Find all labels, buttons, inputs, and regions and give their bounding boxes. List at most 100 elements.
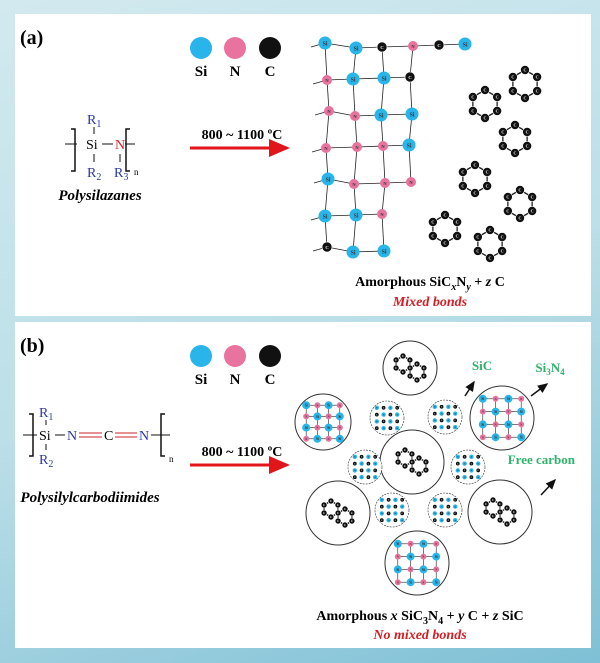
atom-c: C [439, 510, 445, 516]
atom-c: C [422, 466, 430, 474]
atom-c: C [320, 501, 328, 509]
svg-text:C: C [434, 427, 436, 429]
svg-text:N: N [316, 427, 318, 430]
atom-si: Si [462, 461, 467, 466]
svg-text:C: C [434, 506, 436, 508]
legend-c-label: C [265, 64, 276, 80]
svg-text:Si: Si [323, 41, 328, 47]
svg-text:C: C [499, 519, 501, 522]
atom-c: C [458, 167, 468, 177]
svg-text:N: N [383, 181, 387, 186]
svg-text:C: C [330, 500, 332, 503]
svg-text:C: C [471, 109, 474, 114]
svg-text:Si: Si [368, 470, 370, 472]
svg-text:C: C [423, 375, 425, 378]
svg-text:Si: Si [464, 477, 466, 479]
svg-text:Si: Si [390, 421, 392, 423]
legend-si-dot [190, 345, 212, 367]
atom-si: Si [439, 518, 444, 523]
atom-c: C [452, 510, 458, 516]
svg-text:Si: Si [520, 436, 523, 440]
atom-n: N [324, 106, 334, 116]
atom-n: N [433, 566, 440, 573]
svg-text:Si: Si [338, 415, 341, 419]
atom-n: N [325, 435, 332, 442]
atom-c: C [334, 517, 342, 525]
svg-text:Si: Si [477, 463, 479, 465]
svg-text:Si: Si [454, 427, 456, 429]
svg-text:C: C [484, 116, 487, 121]
atom-c: C [445, 424, 451, 430]
atom-c: C [496, 508, 504, 516]
legend-n-dot [224, 345, 246, 367]
atom-c: C [432, 424, 438, 430]
svg-text:Si: Si [379, 113, 384, 119]
si-atom: Si [86, 138, 98, 153]
svg-text:N: N [381, 144, 385, 149]
atom-si: Si [377, 244, 391, 258]
svg-text:Si: Si [354, 46, 359, 52]
atom-c: C [334, 509, 342, 517]
atom-c: C [334, 501, 342, 509]
atom-c: C [452, 217, 462, 227]
svg-text:Si: Si [305, 404, 308, 408]
atom-n: N [492, 421, 499, 428]
svg-text:C: C [388, 500, 390, 502]
svg-text:C: C [368, 477, 370, 479]
legend-c-dot [259, 37, 281, 59]
atom-n: N [407, 540, 414, 547]
svg-text:C: C [501, 235, 504, 240]
atom-si: Si [419, 539, 428, 548]
atom-si: Si [419, 565, 428, 574]
svg-text:C: C [484, 88, 487, 93]
sic-pointer [464, 380, 475, 397]
atom-c: C [522, 141, 532, 151]
svg-text:C: C [441, 513, 443, 515]
atom-c: C [399, 497, 405, 503]
svg-text:Si: Si [354, 213, 359, 219]
atom-c: C [497, 232, 507, 242]
atom-n: N [314, 402, 321, 409]
atom-c: C [498, 127, 508, 137]
repeat-n: n [134, 167, 139, 177]
svg-text:C: C [506, 507, 508, 510]
svg-text:N: N [495, 398, 497, 401]
svg-text:Si: Si [507, 423, 510, 427]
svg-text:N: N [328, 415, 330, 418]
atom-c: C [510, 148, 520, 158]
atom-c: C [532, 72, 542, 82]
panel-a: (a) Si N C Si N R1 R2 R3 n Polysilazanes… [15, 14, 591, 316]
svg-text:Si: Si [471, 470, 473, 472]
atom-si: Si [393, 511, 398, 516]
atom-c: C [432, 504, 438, 510]
atom-n: N [336, 424, 343, 431]
svg-text:C: C [401, 513, 403, 515]
svg-text:N: N [495, 423, 497, 426]
panel-a-figure: (a) Si N C Si N R1 R2 R3 n Polysilazanes… [20, 27, 542, 310]
bond [354, 115, 358, 148]
atom-c: C [381, 418, 387, 424]
si3n4-pointer [530, 383, 549, 397]
svg-text:Si: Si [383, 428, 385, 430]
svg-text:Si: Si [381, 500, 383, 502]
svg-text:Si: Si [395, 513, 397, 515]
atom-si: Si [302, 423, 311, 432]
svg-text:C: C [514, 123, 517, 128]
svg-text:C: C [409, 359, 411, 362]
atom-c: C [320, 509, 328, 517]
atom-c: C [496, 516, 504, 524]
svg-text:C: C [380, 45, 383, 50]
svg-text:C: C [441, 420, 443, 422]
atom-n: N [518, 421, 525, 428]
svg-text:C: C [330, 516, 332, 519]
atom-si: Si [432, 418, 437, 423]
svg-text:N: N [355, 145, 359, 150]
svg-text:Si: Si [454, 413, 456, 415]
svg-text:Si: Si [376, 408, 378, 410]
atom-n: N [406, 177, 416, 187]
atom-c: C [520, 93, 530, 103]
svg-text:N: N [305, 438, 307, 441]
